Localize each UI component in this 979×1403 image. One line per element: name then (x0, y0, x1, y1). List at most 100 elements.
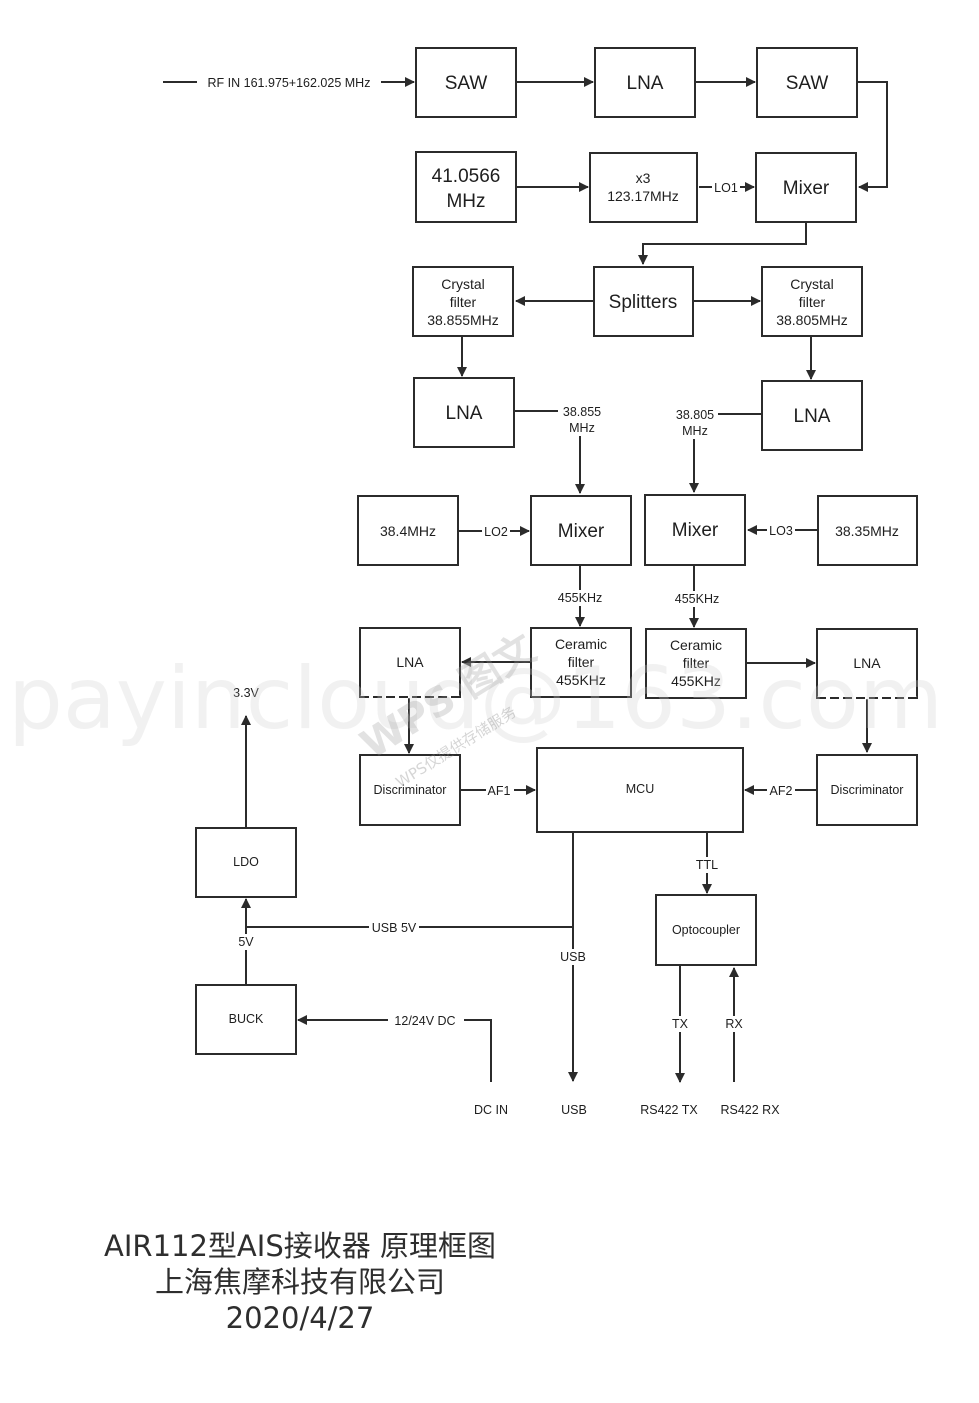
multiplier-x3: x3 123.17MHz (589, 152, 698, 223)
multiplier-freq: 123.17MHz (607, 188, 679, 204)
lna-1: LNA (594, 47, 696, 118)
discriminator-right-label: Discriminator (831, 783, 904, 797)
saw-filter-1-label: SAW (445, 73, 488, 94)
rx-label: RX (725, 1017, 743, 1031)
crystal-filter-right-line1: Crystal (790, 276, 834, 292)
ceramic-filter-right: Ceramic filter 455KHz (645, 628, 747, 699)
ceramic-filter-right-label: Ceramic filter 455KHz (670, 637, 722, 689)
lna-right: LNA (761, 380, 863, 451)
buck-label: BUCK (229, 1012, 264, 1026)
ttl-label: TTL (696, 858, 718, 872)
lna-right-label: LNA (794, 406, 831, 427)
crystal-filter-left-label: Crystal filter 38.855MHz (427, 276, 499, 328)
saw-filter-2-label: SAW (786, 73, 829, 94)
mcu: MCU (536, 747, 744, 833)
saw-filter-2: SAW (756, 47, 858, 118)
connectors (163, 77, 888, 1083)
rs422-tx-terminal: RS422 TX (640, 1103, 698, 1117)
ceramic-filter-left: Ceramic filter 455KHz (530, 627, 632, 698)
mixer-left-label: Mixer (558, 521, 605, 542)
ceramic-filter-right-line1: Ceramic (670, 637, 722, 653)
455khz-left-label: 455KHz (558, 591, 602, 605)
buck: BUCK (195, 984, 297, 1055)
dc-in-terminal: DC IN (474, 1103, 508, 1117)
footer-title: AIR112型AIS接收器 原理框图 (104, 1229, 496, 1263)
if-left-unit: MHz (569, 421, 595, 435)
usb-terminal: USB (561, 1103, 587, 1117)
ceramic-filter-left-freq: 455KHz (556, 672, 606, 688)
footer-date: 2020/4/27 (225, 1301, 375, 1335)
crystal-filter-right-freq: 38.805MHz (776, 312, 848, 328)
mcu-label: MCU (626, 782, 654, 796)
ceramic-filter-left-line1: Ceramic (555, 636, 607, 652)
if-left-freq: 38.855 (563, 405, 601, 419)
tx-label: TX (672, 1017, 689, 1031)
ldo: LDO (195, 827, 297, 898)
3v3-label: 3.3V (233, 686, 259, 700)
usb-5v-label: USB 5V (372, 921, 417, 935)
multiplier-x3-label: x3 123.17MHz (607, 170, 679, 204)
rs422-rx-terminal: RS422 RX (720, 1103, 780, 1117)
mixer-right-label: Mixer (672, 520, 719, 541)
oscillator-38-35mhz-label: 38.35MHz (835, 523, 899, 539)
lo1-label: LO1 (714, 181, 738, 195)
ceramic-filter-right-freq: 455KHz (671, 673, 721, 689)
crystal-filter-right: Crystal filter 38.805MHz (761, 266, 863, 337)
optocoupler-label: Optocoupler (672, 923, 740, 937)
if-right-unit: MHz (682, 424, 708, 438)
oscillator-38-4mhz-label: 38.4MHz (380, 523, 436, 539)
footer: AIR112型AIS接收器 原理框图 上海焦摩科技有限公司 2020/4/27 (40, 1228, 560, 1336)
ceramic-filter-left-line2: filter (568, 654, 595, 670)
oscillator-38-35mhz: 38.35MHz (817, 495, 918, 566)
multiplier-factor: x3 (636, 170, 651, 186)
lna-1-label: LNA (627, 73, 664, 94)
footer-company: 上海焦摩科技有限公司 (154, 1265, 445, 1299)
af1-label: AF1 (488, 784, 511, 798)
oscillator-38-4mhz: 38.4MHz (357, 495, 459, 566)
crystal-filter-left-freq: 38.855MHz (427, 312, 499, 328)
oscillator-41mhz-unit: MHz (446, 191, 485, 212)
lna-right-2-label: LNA (853, 655, 881, 671)
lna-right-2: LNA (816, 628, 918, 700)
455khz-right-label: 455KHz (675, 592, 719, 606)
rf-in-label: RF IN 161.975+162.025 MHz (208, 76, 371, 90)
watermark-url: payincloud@163.com (8, 649, 943, 749)
mixer-left: Mixer (530, 495, 632, 566)
crystal-filter-left: Crystal filter 38.855MHz (412, 266, 514, 337)
ldo-label: LDO (233, 855, 259, 869)
crystal-filter-left-line1: Crystal (441, 276, 485, 292)
5v-label: 5V (238, 935, 254, 949)
saw-filter-1: SAW (415, 47, 517, 118)
af2-label: AF2 (770, 784, 793, 798)
crystal-filter-right-line2: filter (799, 294, 826, 310)
crystal-filter-left-line2: filter (450, 294, 477, 310)
lna-left-2: LNA (359, 627, 461, 699)
connector-labels: RF IN 161.975+162.025 MHz LO1 LO2 LO3 38… (197, 75, 795, 1117)
dc-12-24v-label: 12/24V DC (394, 1014, 455, 1028)
if-right-freq: 38.805 (676, 408, 714, 422)
ceramic-filter-left-label: Ceramic filter 455KHz (555, 636, 607, 688)
mixer-1-label: Mixer (783, 178, 830, 199)
lo3-label: LO3 (769, 524, 793, 538)
lo2-label: LO2 (484, 525, 508, 539)
discriminator-right: Discriminator (816, 754, 918, 826)
mixer-right: Mixer (644, 494, 746, 566)
ceramic-filter-right-line2: filter (683, 655, 710, 671)
lna-left: LNA (413, 377, 515, 448)
mixer-1: Mixer (755, 152, 857, 223)
crystal-filter-right-label: Crystal filter 38.805MHz (776, 276, 848, 328)
oscillator-41mhz-freq: 41.0566 (432, 166, 501, 187)
splitters: Splitters (593, 266, 694, 337)
discriminator-left-label: Discriminator (374, 783, 447, 797)
optocoupler: Optocoupler (655, 894, 757, 966)
discriminator-left: Discriminator (359, 754, 461, 826)
splitters-label: Splitters (609, 292, 678, 313)
lna-left-2-label: LNA (396, 654, 424, 670)
usb-mid-label: USB (560, 950, 586, 964)
watermark: payincloud@163.com WPS 图文 WPS仅提供存储服务 (8, 626, 943, 792)
